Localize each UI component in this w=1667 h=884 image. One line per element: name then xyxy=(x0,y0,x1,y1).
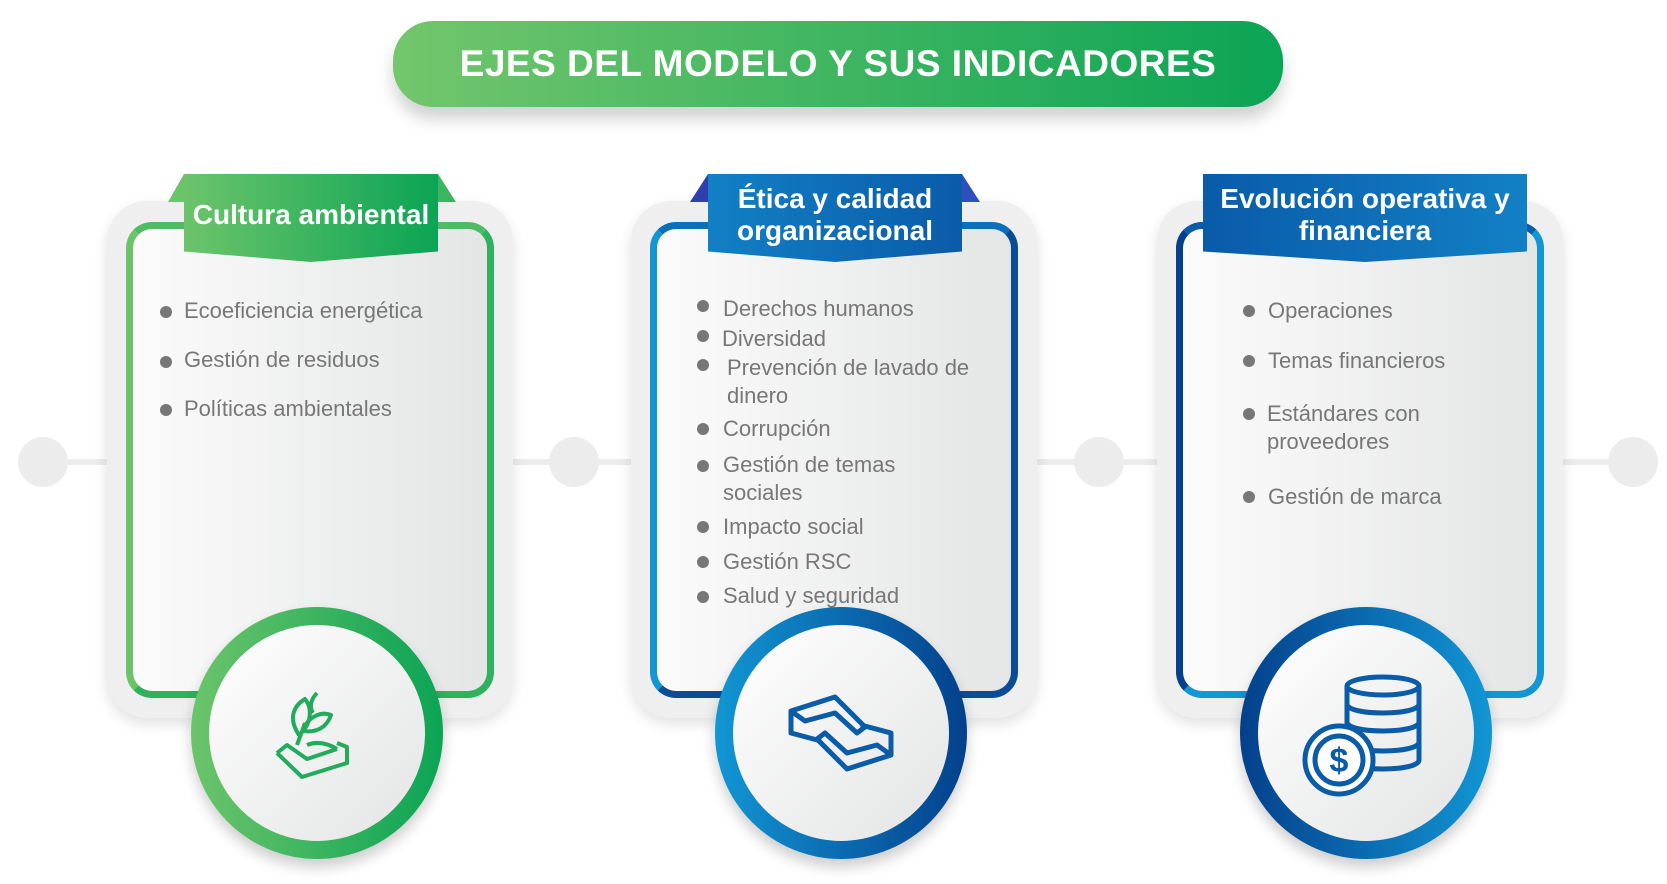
icon-circle xyxy=(191,607,443,859)
bullet xyxy=(160,356,172,368)
list-item: Gestión de temas sociales xyxy=(723,452,896,505)
card-title: Ética y calidad organizacional xyxy=(708,174,962,262)
list-item: Gestión de marca xyxy=(1268,484,1442,509)
bullet xyxy=(160,404,172,416)
coins-dollar-icon: $ xyxy=(1302,674,1422,797)
handshake-icon xyxy=(788,694,894,772)
card-title: Evolución operativa y financiera xyxy=(1203,174,1527,262)
plant-in-hand-icon xyxy=(275,691,349,779)
bullet xyxy=(697,300,709,312)
connector-node xyxy=(549,437,599,487)
ribbon-fold xyxy=(690,174,708,202)
bullet xyxy=(697,521,709,533)
bullet xyxy=(697,591,709,603)
list-item: Impacto social xyxy=(723,514,864,539)
list-item: Salud y seguridad xyxy=(723,583,900,608)
ribbon-fold xyxy=(962,174,980,202)
list-item: Temas financieros xyxy=(1268,348,1446,373)
bullet xyxy=(1243,408,1255,420)
bullet xyxy=(697,423,709,435)
ribbon-fold xyxy=(168,174,184,202)
bullet xyxy=(697,330,709,342)
list-item: Diversidad xyxy=(722,326,826,351)
list-item: Corrupción xyxy=(723,416,831,441)
connector-node xyxy=(1074,437,1124,487)
icon-circle xyxy=(715,607,967,859)
bullet xyxy=(1243,305,1255,317)
ribbon-fold xyxy=(438,174,456,202)
bullet xyxy=(697,359,709,371)
card-title: Cultura ambiental xyxy=(184,174,438,262)
icon-circle: $ xyxy=(1240,607,1492,859)
page-title: EJES DEL MODELO Y SUS INDICADORES xyxy=(393,21,1283,107)
list-item: Operaciones xyxy=(1268,298,1393,323)
connector-node xyxy=(18,437,68,487)
svg-text:$: $ xyxy=(1330,742,1349,780)
list-item: Prevención de lavado de dinero xyxy=(727,355,970,408)
bullet xyxy=(160,306,172,318)
bullet xyxy=(697,460,709,472)
list-item: Derechos humanos xyxy=(723,296,914,321)
list-item: Ecoeficiencia energética xyxy=(184,298,423,323)
bullet xyxy=(1243,491,1255,503)
connector-node xyxy=(1608,437,1658,487)
list-item: Estándares con proveedores xyxy=(1267,401,1420,454)
list-item: Gestión RSC xyxy=(723,549,852,574)
list-item: Políticas ambientales xyxy=(184,396,392,421)
list-item: Gestión de residuos xyxy=(184,347,380,372)
bullet xyxy=(697,556,709,568)
bullet xyxy=(1243,355,1255,367)
